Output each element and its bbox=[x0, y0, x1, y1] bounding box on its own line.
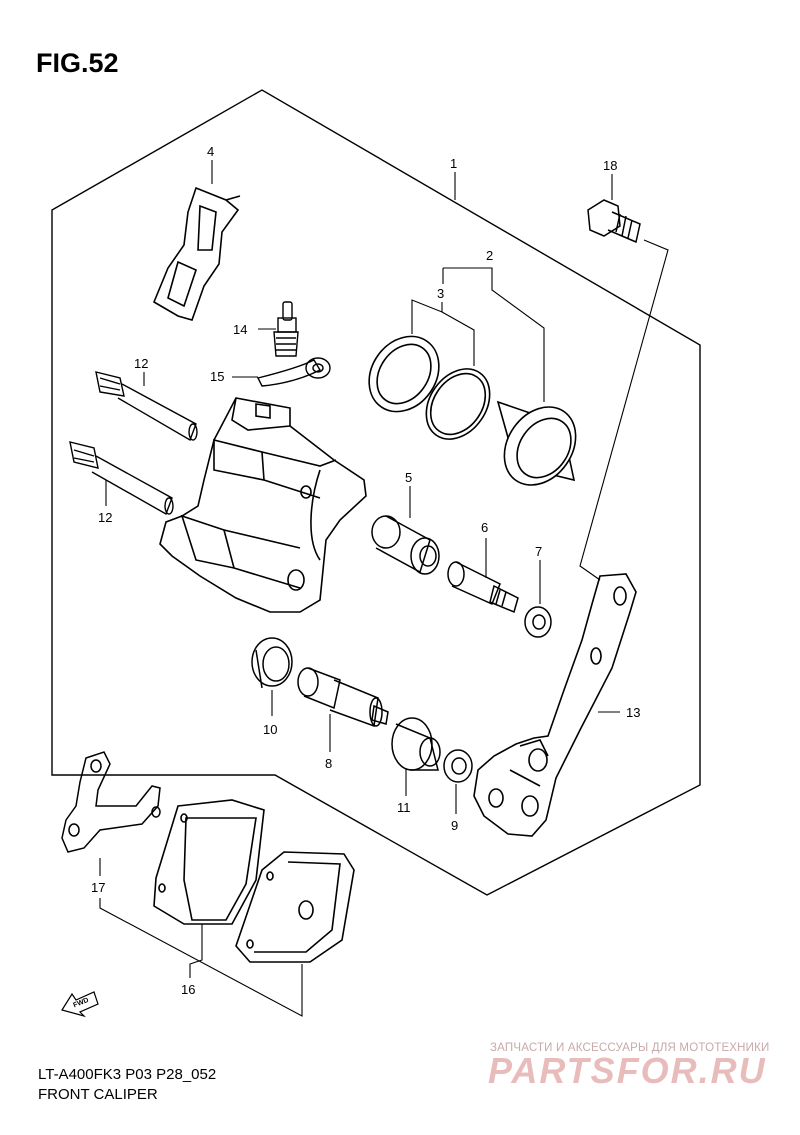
callout-12-lower: 12 bbox=[98, 510, 112, 525]
part-guide-pin-lower bbox=[69, 441, 174, 516]
part-guide-pin-upper bbox=[95, 371, 198, 442]
part-piston bbox=[496, 400, 577, 486]
callout-5: 5 bbox=[405, 470, 412, 485]
callout-11: 11 bbox=[397, 800, 411, 815]
callout-3: 3 bbox=[437, 286, 444, 301]
part-caliper-bracket bbox=[473, 573, 637, 837]
callout-labels: 1 2 3 4 5 6 7 8 9 10 11 12 12 13 14 15 1… bbox=[72, 144, 640, 1009]
part-sleeve bbox=[297, 667, 389, 728]
callout-18: 18 bbox=[603, 158, 617, 173]
part-mount-bolt bbox=[587, 199, 641, 244]
part-washer-lower bbox=[443, 749, 473, 783]
callout-15: 15 bbox=[210, 369, 224, 384]
part-pad-spring bbox=[152, 186, 241, 321]
part-brake-pad-outer bbox=[235, 851, 355, 963]
callout-1: 1 bbox=[450, 156, 457, 171]
figure-code: LT-A400FK3 P03 P28_052 bbox=[38, 1066, 217, 1083]
callout-16: 16 bbox=[181, 982, 195, 997]
callout-10: 10 bbox=[263, 722, 277, 737]
part-boot-lower bbox=[391, 717, 441, 771]
callout-4: 4 bbox=[207, 144, 214, 159]
leader-lines bbox=[99, 160, 669, 1017]
part-washer-upper bbox=[524, 606, 552, 638]
callout-12-upper: 12 bbox=[134, 356, 148, 371]
part-bolt bbox=[447, 561, 519, 614]
callout-13: 13 bbox=[626, 705, 640, 720]
watermark-logo: PARTSFOR.RU bbox=[488, 1050, 767, 1091]
part-boot bbox=[251, 637, 293, 689]
figure-name: FRONT CALIPER bbox=[38, 1086, 158, 1103]
part-brake-pad-inner bbox=[153, 799, 265, 925]
part-bleeder-cap bbox=[256, 357, 331, 387]
callout-8: 8 bbox=[325, 756, 332, 771]
part-pad-shim bbox=[61, 751, 161, 853]
forward-direction-arrow bbox=[61, 991, 99, 1018]
part-bleeder-valve bbox=[273, 301, 299, 357]
callout-2: 2 bbox=[486, 248, 493, 263]
callout-17: 17 bbox=[91, 880, 105, 895]
part-bush bbox=[371, 515, 440, 575]
watermark-caption: ЗАПЧАСТИ И АКСЕССУАРЫ ДЛЯ МОТОТЕХНИКИ bbox=[490, 1042, 770, 1054]
part-piston-seals bbox=[368, 335, 491, 440]
part-caliper-body bbox=[159, 397, 367, 613]
callout-9: 9 bbox=[451, 818, 458, 833]
figure-title: FIG.52 bbox=[36, 48, 119, 78]
callout-14: 14 bbox=[233, 322, 247, 337]
callout-7: 7 bbox=[535, 544, 542, 559]
callout-6: 6 bbox=[481, 520, 488, 535]
assembly-boundary bbox=[51, 89, 701, 896]
